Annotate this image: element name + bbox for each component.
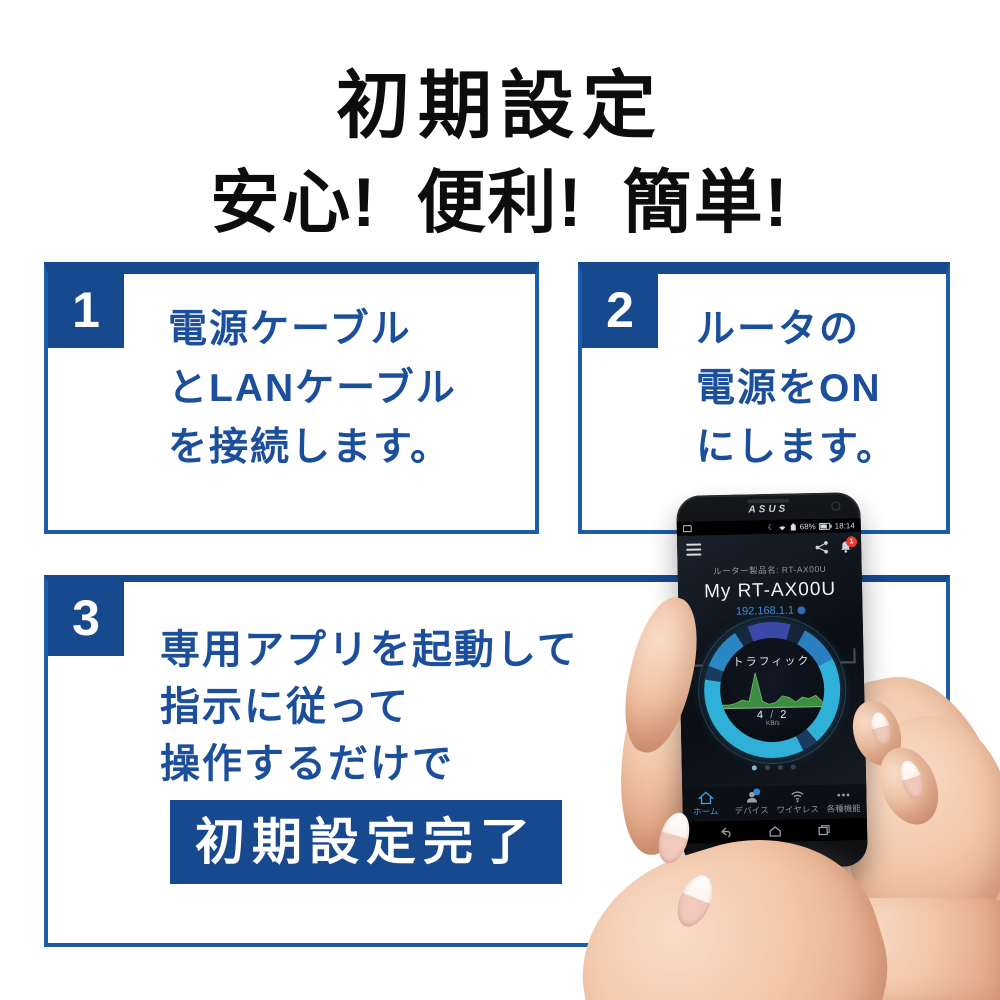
step-line: 専用アプリを起動して — [160, 628, 579, 672]
step-number-badge: 1 — [48, 274, 124, 348]
traffic-download: 4 — [756, 709, 766, 722]
step-line: 電源をON — [696, 367, 882, 410]
share-icon[interactable] — [815, 540, 828, 554]
step-number-badge: 2 — [582, 274, 658, 348]
phone-frame: ASUS ☾ 68% 18:14 — [676, 492, 868, 870]
step-line: 電源ケーブル — [168, 308, 412, 351]
screenshot-status-icon — [682, 525, 692, 533]
features-icon — [837, 793, 850, 797]
traffic-unit: KB/s — [765, 719, 780, 728]
step-number-badge: 3 — [48, 582, 124, 656]
wireless-icon — [791, 791, 804, 803]
step-text: 電源ケーブル とLANケーブル を接続します。 — [168, 300, 457, 477]
step-line: とLANケーブル — [168, 367, 457, 410]
nav-item-wireless[interactable]: ワイヤレス — [774, 785, 821, 820]
gauge-title: トラフィック — [732, 655, 811, 669]
recents-button[interactable] — [818, 824, 831, 835]
battery-percent: 68% — [799, 521, 816, 531]
status-bar: ☾ 68% 18:14 — [676, 518, 861, 536]
page-dot[interactable] — [751, 765, 757, 771]
back-button[interactable] — [720, 826, 732, 838]
nav-label: デバイス — [734, 805, 769, 816]
step-box-1: 1 電源ケーブル とLANケーブル を接続します。 — [44, 262, 539, 534]
page-dots — [682, 763, 866, 772]
viewfinder-corner-right — [840, 648, 856, 664]
traffic-gauge-inner: トラフィック 4 / 2 KB/s — [719, 636, 826, 744]
notifications-bell-icon[interactable]: 1 — [839, 535, 858, 553]
menu-icon[interactable] — [686, 543, 702, 556]
info-icon[interactable] — [797, 606, 806, 615]
step-text: ルータの 電源をON にします。 — [696, 300, 897, 477]
step-line: ルータの — [696, 308, 861, 351]
app-bar: 1 — [677, 532, 862, 564]
app-nav-bar: ホーム デバイス ワイヤレス 各種機能 — [682, 784, 867, 822]
data-status-icon — [790, 522, 797, 531]
wifi-status-icon — [778, 523, 787, 530]
traffic-gauge[interactable]: トラフィック 4 / 2 KB/s — [702, 620, 842, 760]
step-line: 指示に従って — [160, 685, 410, 729]
nav-label: 各種機能 — [826, 803, 861, 814]
page-subtitle: 安心! 便利! 簡単! — [210, 164, 790, 241]
battery-icon — [818, 522, 832, 530]
devices-badge — [753, 788, 761, 796]
nav-item-devices[interactable]: デバイス — [728, 786, 775, 821]
nav-item-home[interactable]: ホーム — [682, 787, 729, 822]
android-nav-bar — [682, 818, 868, 844]
nav-label: ホーム — [692, 806, 719, 817]
traffic-upload: 2 — [780, 708, 789, 721]
page-title: 初期設定 — [336, 64, 664, 147]
home-icon — [697, 791, 714, 805]
page-dot[interactable] — [790, 764, 796, 770]
nav-label: ワイヤレス — [776, 804, 819, 815]
traffic-sparkline — [722, 672, 823, 710]
step-line: にします。 — [696, 426, 898, 469]
step-line: を接続します。 — [168, 426, 452, 469]
status-time: 18:14 — [834, 520, 855, 531]
completion-banner: 初期設定完了 — [170, 800, 562, 884]
notification-badge: 1 — [845, 535, 858, 547]
moon-icon: ☾ — [767, 522, 775, 532]
page-dot[interactable] — [764, 765, 770, 771]
devices-icon — [746, 791, 757, 803]
router-model-label: ルーター製品名: RT-AX00U — [712, 563, 827, 577]
app-screen: 1 ルーター製品名: RT-AX00U My RT-AX00U 192.168.… — [676, 532, 867, 788]
home-button[interactable] — [769, 825, 781, 837]
nav-item-features[interactable]: 各種機能 — [820, 784, 867, 819]
page-dot[interactable] — [777, 764, 783, 770]
step-line: 操作するだけで — [160, 742, 454, 786]
phone-top-bezel: ASUS — [676, 492, 861, 522]
router-name: My RT-AX00U — [703, 578, 837, 603]
step-text: 専用アプリを起動して 指示に従って 操作するだけで — [160, 622, 579, 793]
